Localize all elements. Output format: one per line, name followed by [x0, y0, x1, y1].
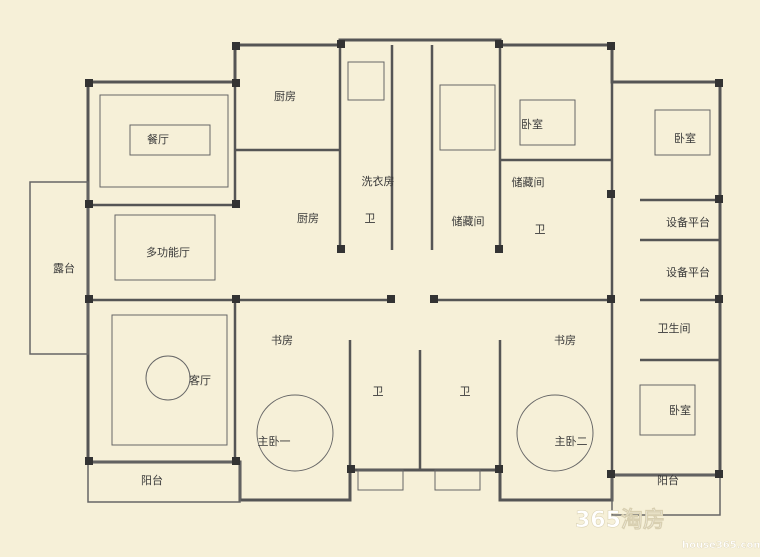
elevator — [347, 61, 385, 101]
room-terrace: 露台 — [53, 261, 75, 275]
outdoor-areas — [29, 181, 721, 516]
balcony-left-outline — [87, 461, 241, 503]
room-bedroom-top: 卧室 — [521, 117, 543, 131]
bathtub-right — [434, 469, 481, 491]
watermark-brand: 365淘房 — [575, 507, 665, 533]
master-2-bed — [516, 394, 594, 472]
room-living: 客厅 — [189, 373, 211, 387]
room-dining: 餐厅 — [147, 132, 169, 146]
living-rug — [145, 355, 191, 401]
bed-right — [654, 109, 711, 156]
room-bath-left: 卫 — [373, 385, 384, 398]
bed-top — [519, 99, 576, 146]
room-equip-1: 设备平台 — [666, 215, 710, 229]
master-1-bed — [256, 394, 334, 472]
room-bath-small: 卫 — [365, 212, 376, 225]
furniture — [99, 61, 711, 491]
room-bedroom-lower: 卧室 — [669, 403, 691, 417]
room-kitchen-1: 厨房 — [274, 90, 296, 103]
dining-room-frame — [99, 94, 229, 188]
room-study-right: 书房 — [554, 334, 576, 347]
living-carpet — [111, 314, 228, 446]
stair — [439, 84, 496, 151]
exterior-walls — [86, 38, 722, 502]
room-master-2: 主卧二 — [555, 435, 588, 448]
bathtub-left — [357, 469, 404, 491]
room-storage-1: 储藏间 — [512, 175, 545, 189]
room-study-left: 书房 — [271, 334, 293, 347]
room-kitchen-2: 厨房 — [297, 212, 319, 225]
watermark: 365淘房 house365.com — [575, 507, 760, 551]
room-master-1: 主卧一 — [258, 435, 291, 448]
room-bath-right: 卫 — [460, 385, 471, 398]
room-bath-mid: 卫 — [535, 223, 546, 236]
columns — [85, 40, 723, 478]
room-multi-hall: 多功能厅 — [146, 245, 190, 259]
room-wc-right: 卫生间 — [658, 321, 691, 335]
bed-lower — [639, 384, 696, 436]
room-bedroom-right: 卧室 — [674, 131, 696, 145]
room-equip-2: 设备平台 — [666, 265, 710, 279]
terrace-outline — [29, 181, 89, 355]
multi-hall-frame — [114, 214, 216, 281]
room-balcony-right: 阳台 — [657, 473, 679, 487]
balcony-right-outline — [611, 474, 721, 516]
room-balcony-left: 阳台 — [141, 473, 163, 487]
watermark-url: house365.com — [682, 540, 760, 551]
room-laundry: 洗衣房 — [362, 174, 395, 188]
room-storage-2: 储藏间 — [452, 214, 485, 228]
room-labels: 餐厅 厨房 厨房 洗衣房 卫 卧室 卧室 储藏间 储藏间 卫 设备平台 设备平台… — [53, 90, 710, 487]
interior-walls — [88, 45, 720, 475]
dining-table — [129, 124, 211, 156]
